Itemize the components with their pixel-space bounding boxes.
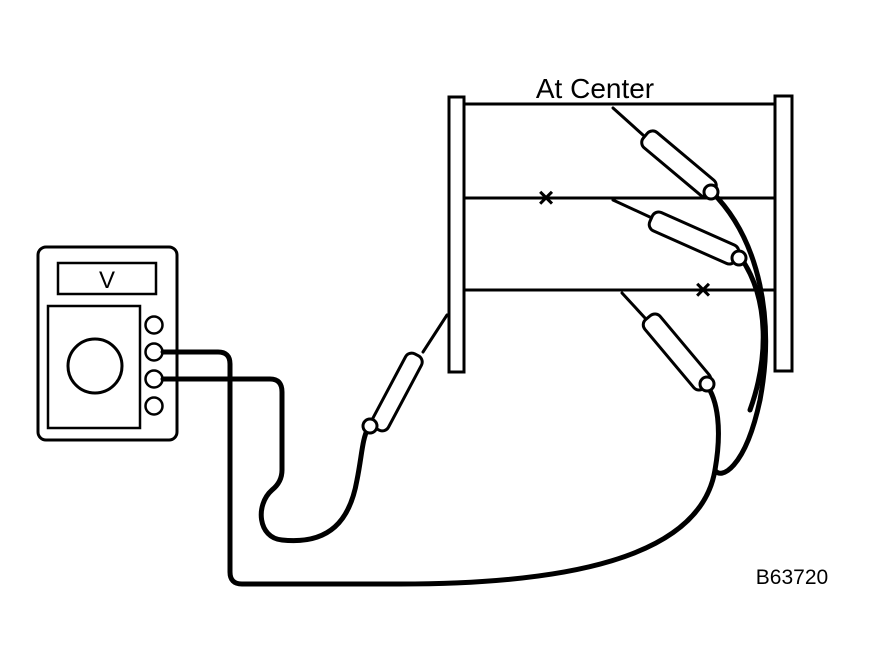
probe-tip bbox=[611, 106, 645, 137]
test-lead-upper-1 bbox=[709, 189, 769, 476]
test-leads bbox=[160, 189, 769, 587]
probe-end-cap bbox=[730, 249, 748, 267]
break-mark-2: × bbox=[695, 274, 711, 305]
probe-center-lower bbox=[620, 291, 716, 393]
right-bus-bar bbox=[773, 94, 794, 373]
voltmeter-jack-4 bbox=[144, 396, 164, 416]
probe-tip bbox=[611, 198, 654, 220]
left-bus-bar bbox=[447, 95, 466, 374]
voltmeter-jack-2 bbox=[144, 342, 164, 362]
probe-left-bus bbox=[361, 313, 449, 435]
probe-center-upper bbox=[611, 106, 720, 201]
probe-end-cap bbox=[361, 417, 379, 435]
test-lead-left bbox=[160, 349, 721, 587]
voltmeter-display bbox=[56, 261, 158, 296]
probe-end-cap bbox=[698, 375, 716, 393]
voltmeter-jack-3 bbox=[144, 369, 164, 389]
test-lead-right bbox=[160, 376, 371, 544]
figure-id: B63720 bbox=[756, 566, 828, 589]
probe-end-cap bbox=[702, 183, 720, 201]
voltmeter-display-unit: V bbox=[99, 267, 115, 294]
probe-tip bbox=[421, 313, 449, 354]
test-lead-upper-2 bbox=[738, 255, 766, 413]
probe-handle bbox=[647, 210, 741, 266]
voltmeter: V bbox=[36, 245, 179, 442]
probe-handle bbox=[370, 351, 424, 433]
location-label: At Center bbox=[536, 73, 654, 104]
probe-tip bbox=[620, 291, 647, 320]
probe-center-middle bbox=[611, 198, 748, 267]
break-mark-1: × bbox=[538, 182, 554, 213]
voltmeter-dial bbox=[66, 337, 124, 395]
voltmeter-jack-1 bbox=[144, 315, 164, 335]
heater-grid: At Center × × bbox=[447, 73, 794, 374]
